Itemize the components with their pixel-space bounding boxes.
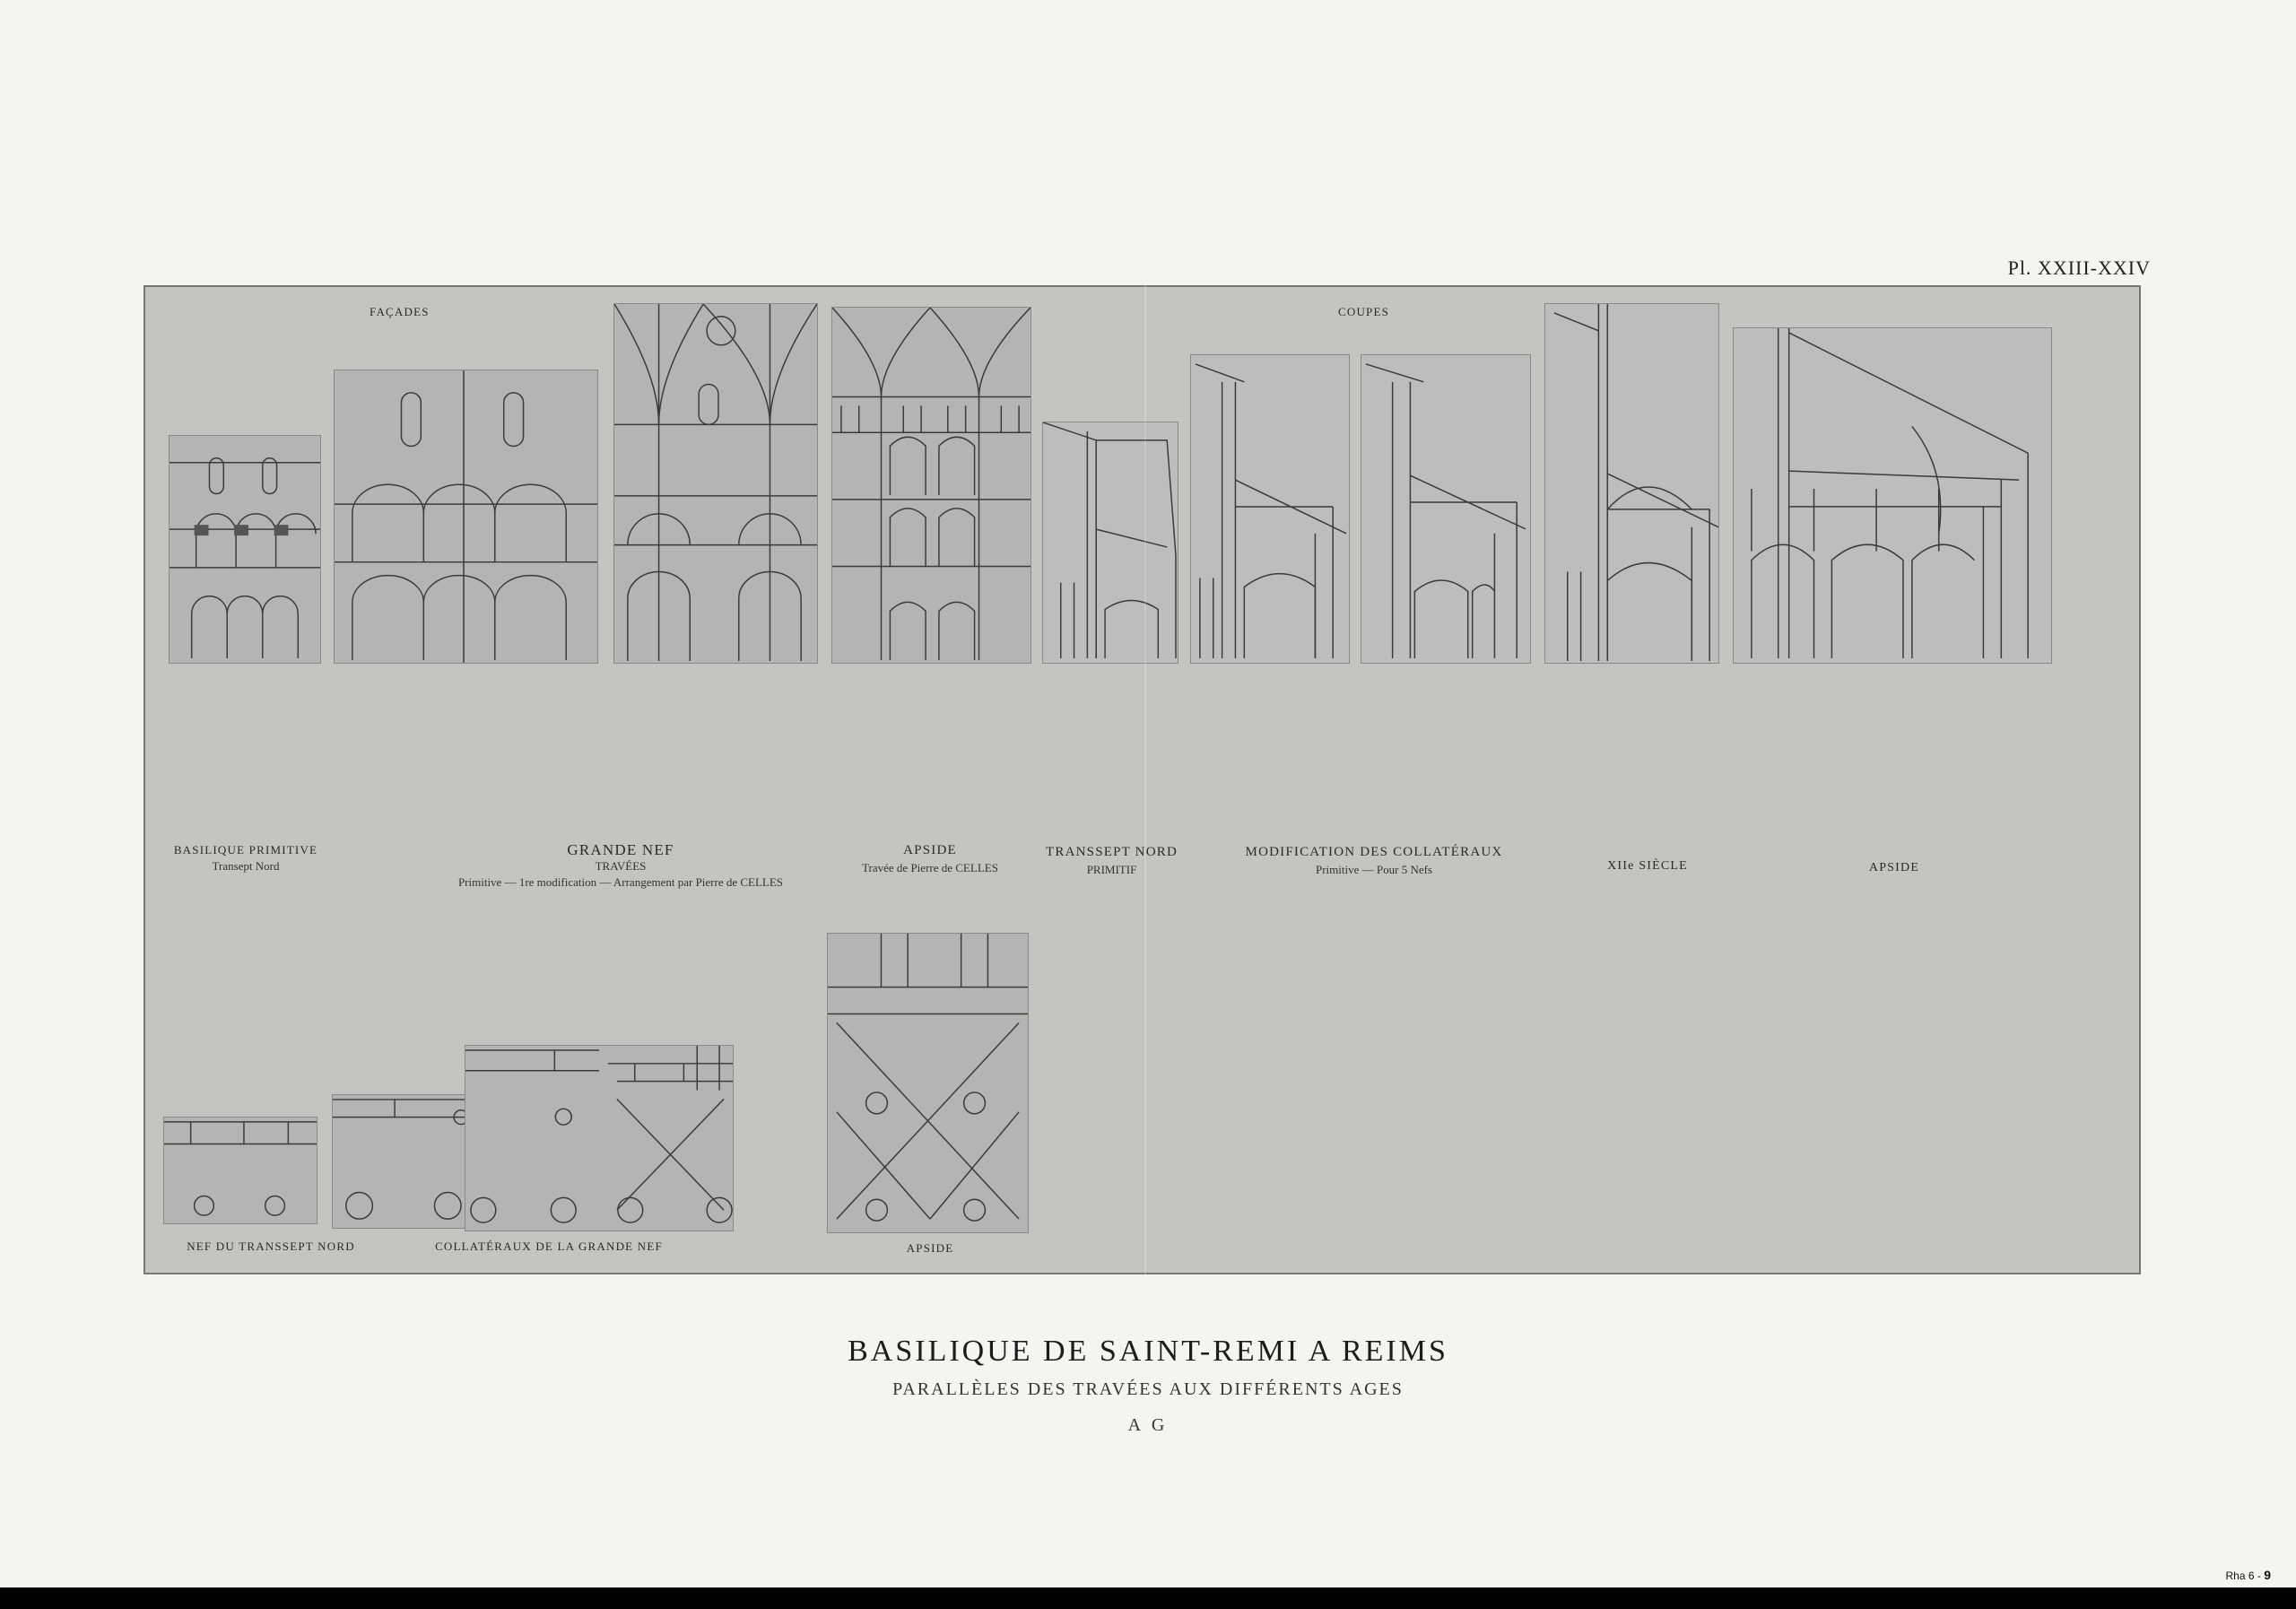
page-title: BASILIQUE DE SAINT-REMI A REIMS bbox=[848, 1335, 1448, 1368]
label-modification-collateraux: MODIFICATION DES COLLATÉRAUX bbox=[1245, 845, 1503, 859]
heading-facades: FAÇADES bbox=[370, 305, 430, 318]
sublabel-grande-nef-detail: Primitive — 1re modification — Arrangeme… bbox=[457, 875, 784, 889]
elevation-grande-nef-primitive bbox=[334, 370, 598, 664]
plan-drawing bbox=[465, 1046, 733, 1223]
elevation-grande-nef-modification bbox=[613, 303, 818, 664]
heading-coupes: COUPES bbox=[1338, 305, 1390, 318]
label-apside-elevation: APSIDE bbox=[903, 843, 957, 857]
label-plan-nef-transept: NEF DU TRANSSEPT NORD bbox=[187, 1239, 355, 1253]
section-drawing bbox=[1195, 363, 1347, 659]
fold-line bbox=[1144, 285, 1146, 1274]
section-drawing bbox=[1553, 304, 1718, 662]
elevation-drawing bbox=[170, 457, 320, 659]
elevation-basilique-primitive bbox=[169, 435, 321, 664]
sublabel-primitif: PRIMITIF bbox=[1086, 863, 1137, 876]
elevation-drawing bbox=[335, 370, 597, 663]
label-transept-nord-section: TRANSSEPT NORD bbox=[1046, 845, 1178, 859]
footer-number: 9 bbox=[2264, 1568, 2271, 1582]
elevation-drawing bbox=[614, 304, 817, 662]
label-plan-collateraux: COLLATÉRAUX DE LA GRANDE NEF bbox=[435, 1239, 663, 1253]
section-transept-nord bbox=[1042, 422, 1178, 664]
section-collateraux-primitive bbox=[1190, 354, 1350, 664]
section-apside bbox=[1733, 327, 2052, 664]
sublabel-travees: TRAVÉES bbox=[595, 859, 647, 873]
section-drawing bbox=[1365, 363, 1526, 659]
plate-number: Pl. XXIII-XXIV bbox=[2007, 257, 2151, 279]
sublabel-modification-collateraux: Primitive — Pour 5 Nefs bbox=[1316, 863, 1432, 876]
plan-drawing bbox=[164, 1121, 317, 1216]
sublabel-transept-nord: Transept Nord bbox=[212, 859, 280, 873]
section-drawing bbox=[1043, 422, 1177, 659]
plan-drawing bbox=[333, 1099, 465, 1220]
footer-prefix: Rha 6 - bbox=[2225, 1570, 2265, 1582]
label-basilique-primitive: BASILIQUE PRIMITIVE bbox=[173, 843, 318, 857]
sublabel-apside-elevation: Travée de Pierre de CELLES bbox=[862, 861, 998, 874]
plate: FAÇADES COUPES bbox=[144, 285, 2141, 1274]
plan-drawing bbox=[828, 934, 1028, 1222]
plan-collateraux-modification bbox=[465, 1045, 734, 1231]
page-subtitle: PARALLÈLES DES TRAVÉES AUX DIFFÉRENTS AG… bbox=[892, 1379, 1404, 1399]
label-apside-section: APSIDE bbox=[1868, 861, 1920, 874]
label-xiie-siecle: XIIe SIÈCLE bbox=[1607, 859, 1688, 873]
plan-nef-transept-nord bbox=[163, 1117, 317, 1224]
plan-apside bbox=[827, 933, 1029, 1233]
elevation-apside bbox=[831, 307, 1031, 664]
section-xiie-siecle bbox=[1544, 303, 1719, 664]
elevation-drawing bbox=[832, 308, 1031, 661]
author-initials: A G bbox=[1127, 1415, 1169, 1435]
section-drawing bbox=[1751, 328, 2029, 659]
label-grande-nef: GRANDE NEF bbox=[567, 841, 674, 858]
section-collateraux-5-nefs bbox=[1361, 354, 1531, 664]
label-plan-apside: APSIDE bbox=[906, 1241, 954, 1255]
plan-collateraux-primitive bbox=[332, 1094, 466, 1229]
footer-reference: Rha 6 - 9 bbox=[2226, 1568, 2271, 1582]
